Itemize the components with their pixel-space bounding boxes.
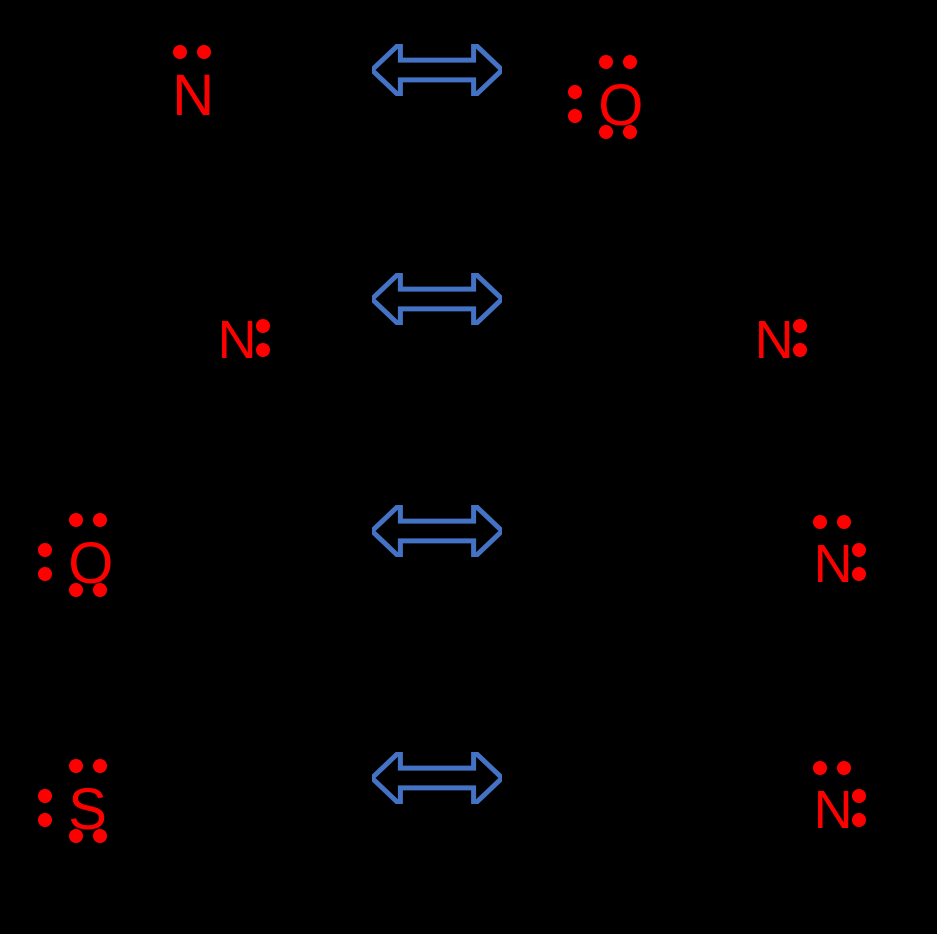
row-1-right-lone-pair-top-dot-1 [599, 55, 613, 70]
row-4-right-lone-pair-top-dot-2 [837, 760, 851, 775]
row-3-right-lone-pair-right-dot-2 [852, 567, 867, 581]
row-1-right-lone-pair-bottom-dot-1 [599, 124, 613, 139]
row-1-right-lone-pair-left-dot-1 [568, 85, 583, 99]
row-2-left-atom-nitrogen: N [196, 276, 316, 386]
row-4-right-atom-nitrogen: N [792, 746, 912, 856]
row-4-resonance-arrow [372, 752, 502, 804]
row-3-left-lone-pair-bottom-dot-1 [69, 582, 83, 597]
row-3-right-lone-pair-top-dot-2 [837, 514, 851, 529]
row-3-right-atom-nitrogen: N [792, 500, 912, 610]
row-3-right-lone-pair-right-dot-1 [852, 543, 867, 557]
row-4-right-lone-pair-right-dot-1 [852, 789, 867, 803]
row-2-right-lone-pair-right-dot-2 [793, 343, 808, 357]
row-1-resonance-arrow [372, 44, 502, 96]
row-1-left-element-symbol: N [172, 63, 215, 129]
row-4-left-atom-sulfur: S [38, 746, 168, 856]
row-4-right-lone-pair-right-dot-2 [852, 813, 867, 827]
row-3-left-lone-pair-left-dot-1 [38, 543, 53, 557]
row-3-left-lone-pair-bottom-dot-2 [93, 582, 107, 597]
row-4-right-lone-pair-top-dot-1 [813, 760, 827, 775]
row-2-right-atom-nitrogen: N [733, 276, 853, 386]
row-1-right-lone-pair-bottom-dot-2 [623, 124, 637, 139]
row-2-left-lone-pair-right-dot-1 [256, 319, 271, 333]
row-1-left-atom-nitrogen: N [152, 32, 272, 142]
row-1-left-lone-pair-top-dot-2 [197, 45, 211, 60]
row-4-left-lone-pair-bottom-dot-2 [93, 828, 107, 843]
row-1-right-atom-oxygen: O [568, 42, 698, 152]
row-3-right-element-symbol: N [813, 534, 853, 595]
row-3-resonance-arrow [372, 505, 502, 557]
row-2-left-lone-pair-right-dot-2 [256, 343, 271, 357]
row-4-right-element-symbol: N [813, 780, 853, 841]
row-4-left-lone-pair-top-dot-1 [69, 759, 83, 774]
row-3-left-lone-pair-left-dot-2 [38, 567, 53, 581]
row-1-left-lone-pair-top-dot-1 [173, 45, 187, 60]
row-3-left-lone-pair-top-dot-1 [69, 513, 83, 528]
row-4-left-lone-pair-left-dot-2 [38, 813, 53, 827]
row-4-left-lone-pair-bottom-dot-1 [69, 828, 83, 843]
row-3-left-lone-pair-top-dot-2 [93, 513, 107, 528]
row-3-right-lone-pair-top-dot-1 [813, 514, 827, 529]
row-4-left-lone-pair-top-dot-2 [93, 759, 107, 774]
row-2-right-element-symbol: N [754, 310, 794, 371]
row-2-left-element-symbol: N [217, 310, 257, 371]
row-2-right-lone-pair-right-dot-1 [793, 319, 808, 333]
row-1-right-lone-pair-top-dot-2 [623, 55, 637, 70]
row-3-left-atom-oxygen: O [38, 500, 168, 610]
row-1-right-lone-pair-left-dot-2 [568, 109, 583, 123]
row-2-resonance-arrow [372, 273, 502, 325]
row-4-left-lone-pair-left-dot-1 [38, 789, 53, 803]
